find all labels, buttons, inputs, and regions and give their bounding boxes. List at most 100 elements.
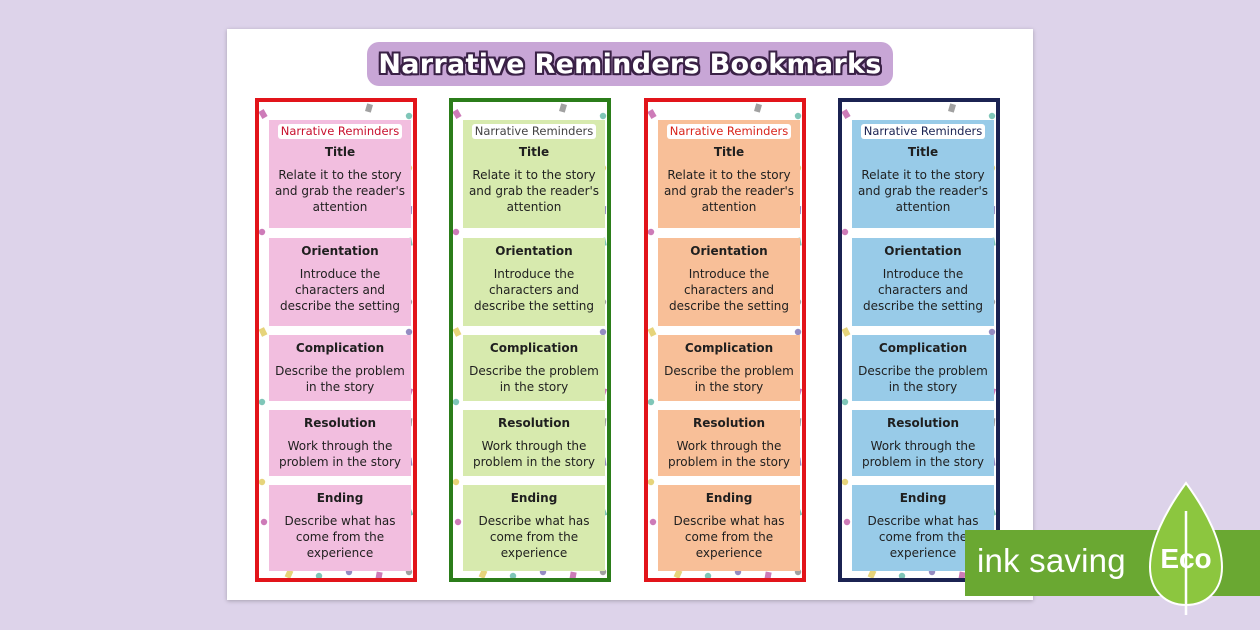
section-text: Introduce the characters and describe th… [473, 267, 595, 313]
bookmark-tag: Narrative Reminders [471, 124, 597, 139]
section-heading: Title [324, 145, 356, 159]
confetti-piece [648, 398, 655, 406]
card-complication: Complication Describe the problem in the… [852, 335, 994, 401]
confetti-piece [569, 571, 577, 578]
card-orientation: Orientation Introduce the characters and… [658, 238, 800, 326]
card-resolution: Resolution Work through the problem in t… [852, 410, 994, 476]
section-heading: Complication [489, 341, 579, 355]
confetti-piece [988, 328, 996, 336]
section-heading: Ending [510, 491, 558, 505]
section-heading: Resolution [497, 416, 571, 430]
confetti-piece [764, 571, 772, 578]
confetti-piece [842, 228, 849, 236]
card-resolution: Resolution Work through the problem in t… [658, 410, 800, 476]
section-heading: Complication [684, 341, 774, 355]
worksheet-page: Narrative Reminders Bookmarks Narrative … [227, 29, 1033, 600]
bookmark-tag: Narrative Reminders [277, 124, 403, 139]
section-heading: Orientation [495, 244, 573, 258]
section-heading: Complication [295, 341, 385, 355]
bookmark-green: Narrative Reminders Title Relate it to t… [449, 98, 611, 582]
section-text: Describe the problem in the story [275, 364, 405, 394]
confetti-piece [259, 398, 266, 406]
confetti-piece [648, 228, 655, 236]
confetti-piece [794, 328, 802, 336]
section-heading: Title [907, 145, 939, 159]
section-heading: Title [518, 145, 550, 159]
section-text: Work through the problem in the story [667, 439, 791, 469]
card-resolution: Resolution Work through the problem in t… [269, 410, 411, 476]
card-orientation: Orientation Introduce the characters and… [463, 238, 605, 326]
confetti-piece [988, 112, 996, 120]
confetti-piece [673, 569, 683, 578]
section-text: Describe what has come from the experien… [284, 514, 396, 560]
confetti-piece [649, 518, 657, 526]
section-text: Work through the problem in the story [278, 439, 402, 469]
bookmark-blue: Narrative Reminders Title Relate it to t… [838, 98, 1000, 582]
section-heading: Ending [705, 491, 753, 505]
confetti-piece [842, 478, 849, 486]
confetti-piece [648, 327, 657, 337]
confetti-piece [259, 228, 266, 236]
confetti-piece [958, 571, 966, 578]
section-heading: Resolution [886, 416, 960, 430]
card-orientation: Orientation Introduce the characters and… [852, 238, 994, 326]
section-text: Work through the problem in the story [861, 439, 985, 469]
confetti-piece [405, 328, 413, 336]
confetti-piece [648, 109, 657, 119]
confetti-piece [453, 478, 460, 486]
card-ending: Ending Describe what has come from the e… [463, 485, 605, 571]
confetti-piece [453, 398, 460, 406]
section-text: Describe what has come from the experien… [673, 514, 785, 560]
confetti-piece [453, 228, 460, 236]
card-orientation: Orientation Introduce the characters and… [269, 238, 411, 326]
section-text: Relate it to the story and grab the read… [663, 168, 795, 214]
card-title: Narrative Reminders Title Relate it to t… [463, 120, 605, 228]
section-heading: Title [713, 145, 745, 159]
page-title: Narrative Reminders Bookmarks [378, 48, 882, 80]
ink-saving-label: ink saving [977, 542, 1126, 579]
section-text: Describe the problem in the story [469, 364, 599, 394]
confetti-piece [648, 478, 655, 486]
confetti-piece [315, 572, 323, 578]
confetti-piece [453, 327, 462, 337]
bookmark-tag: Narrative Reminders [666, 124, 792, 139]
section-heading: Orientation [690, 244, 768, 258]
confetti-piece [375, 571, 383, 578]
confetti-piece [259, 478, 266, 486]
confetti-piece [704, 572, 712, 578]
confetti-piece [842, 327, 851, 337]
confetti-piece [284, 569, 294, 578]
eco-label: Eco [1160, 543, 1212, 574]
section-heading: Ending [316, 491, 364, 505]
card-title: Narrative Reminders Title Relate it to t… [658, 120, 800, 228]
card-ending: Ending Describe what has come from the e… [852, 485, 994, 571]
confetti-piece [948, 103, 956, 113]
section-heading: Ending [899, 491, 947, 505]
confetti-piece [754, 103, 762, 113]
confetti-piece [405, 112, 413, 120]
section-heading: Orientation [884, 244, 962, 258]
confetti-piece [509, 572, 517, 578]
section-text: Introduce the characters and describe th… [279, 267, 401, 313]
section-text: Work through the problem in the story [472, 439, 596, 469]
bookmark-tag: Narrative Reminders [860, 124, 986, 139]
section-heading: Orientation [301, 244, 379, 258]
confetti-piece [259, 109, 268, 119]
confetti-piece [454, 518, 462, 526]
card-title: Narrative Reminders Title Relate it to t… [269, 120, 411, 228]
section-text: Introduce the characters and describe th… [668, 267, 790, 313]
section-text: Describe what has come from the experien… [867, 514, 979, 560]
confetti-piece [260, 518, 268, 526]
section-text: Introduce the characters and describe th… [862, 267, 984, 313]
confetti-piece [867, 569, 877, 578]
card-complication: Complication Describe the problem in the… [463, 335, 605, 401]
section-text: Describe the problem in the story [664, 364, 794, 394]
card-ending: Ending Describe what has come from the e… [269, 485, 411, 571]
confetti-piece [898, 572, 906, 578]
card-ending: Ending Describe what has come from the e… [658, 485, 800, 571]
title-banner: Narrative Reminders Bookmarks [367, 42, 893, 86]
confetti-piece [453, 109, 462, 119]
section-text: Describe the problem in the story [858, 364, 988, 394]
confetti-piece [478, 569, 488, 578]
card-complication: Complication Describe the problem in the… [658, 335, 800, 401]
